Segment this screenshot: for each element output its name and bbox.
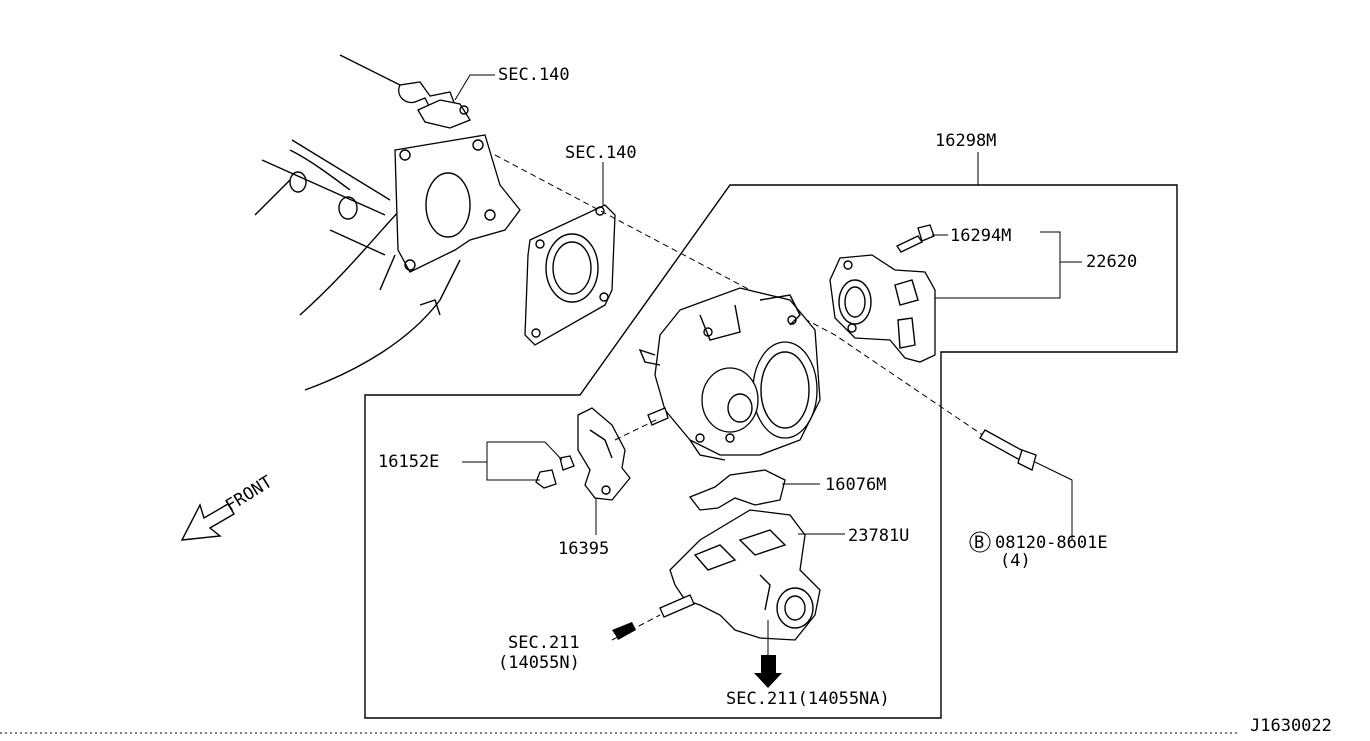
gasket-16076m	[688, 469, 786, 511]
bolt-08120	[979, 429, 1037, 471]
bolt-standard-marker	[969, 531, 991, 553]
auxiliary-air-chamber	[659, 509, 821, 641]
label-16294m: 16294M	[950, 226, 1011, 246]
label-bolt-circle: B	[974, 533, 984, 553]
label-diagram-id: J1630022	[1250, 716, 1332, 736]
intake-gasket	[524, 204, 616, 346]
label-bolt-part: 08120-8601E	[995, 533, 1108, 553]
label-16152e: 16152E	[378, 452, 439, 472]
label-sec211-bottom: SEC.211(14055NA)	[726, 689, 890, 709]
label-sec140-top: SEC.140	[498, 65, 570, 85]
label-sec211-left: SEC.211	[508, 633, 580, 653]
leader-lines	[454, 74, 1082, 540]
label-16298m: 16298M	[935, 131, 996, 151]
label-23781u: 23781U	[848, 526, 909, 546]
screw-16294m	[896, 224, 935, 253]
kit-boundary	[364, 184, 1178, 719]
label-front: FRONT	[222, 472, 276, 516]
intake-manifold	[254, 54, 521, 391]
nut-16152e	[535, 455, 575, 489]
label-16076m: 16076M	[825, 475, 886, 495]
label-sec211-left-sub: (14055N)	[498, 653, 580, 673]
sec211-arrows	[611, 614, 782, 688]
throttle-drum	[577, 407, 669, 501]
label-22620: 22620	[1086, 252, 1137, 272]
label-sec140-mid: SEC.140	[565, 143, 637, 163]
front-arrow-icon	[180, 503, 235, 541]
label-16395: 16395	[558, 539, 609, 559]
throttle-body	[638, 287, 821, 461]
throttle-position-sensor	[829, 254, 936, 363]
label-bolt-qty: (4)	[1000, 551, 1031, 571]
